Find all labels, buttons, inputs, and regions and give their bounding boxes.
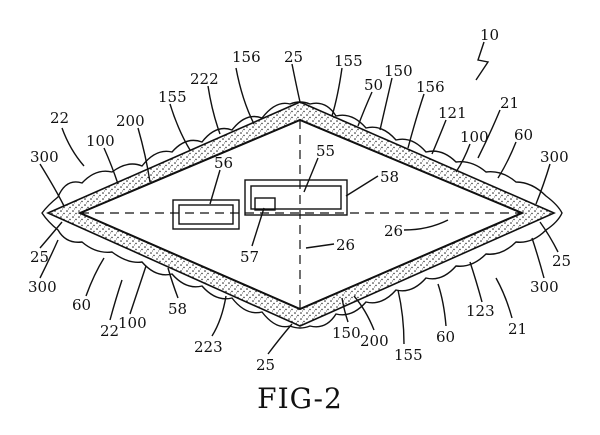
label-box-55-outer — [244, 179, 348, 216]
ref-label: 60 — [72, 296, 91, 314]
ref-label: 58 — [380, 168, 399, 186]
ref-label: 26 — [384, 222, 403, 240]
ref-label: 100 — [460, 128, 489, 146]
ref-label: 56 — [214, 154, 233, 172]
ref-label: 121 — [438, 104, 467, 122]
ref-label: 25 — [284, 48, 303, 66]
label-box-55-inner — [250, 185, 342, 210]
ref-label: 155 — [394, 346, 423, 364]
outer-wavy-edge — [41, 101, 563, 329]
ref-label: 150 — [384, 62, 413, 80]
figure-caption: FIG-2 — [257, 382, 343, 415]
ref-label: 300 — [30, 148, 59, 166]
leader-lines — [39, 41, 559, 355]
ref-label: 123 — [466, 302, 495, 320]
ref-label: 10 — [480, 26, 499, 44]
ref-label: 300 — [540, 148, 569, 166]
ref-label: 26 — [336, 236, 355, 254]
ref-label: 155 — [158, 88, 187, 106]
ref-label: 100 — [86, 132, 115, 150]
ref-label: 22 — [50, 109, 69, 127]
ref-label: 200 — [360, 332, 389, 350]
ref-label: 60 — [514, 126, 533, 144]
reference-numerals: 10 22 156 25 155 150 222 155 50 156 121 … — [28, 26, 571, 374]
label-box-56-inner — [178, 204, 234, 225]
ref-label: 25 — [256, 356, 275, 374]
label-box-56-outer — [172, 199, 240, 230]
ref-label: 200 — [116, 112, 145, 130]
ref-label: 150 — [332, 324, 361, 342]
ref-label: 156 — [232, 48, 261, 66]
ref-label: 100 — [118, 314, 147, 332]
ref-label: 60 — [436, 328, 455, 346]
ref-label: 50 — [364, 76, 383, 94]
ref-label: 156 — [416, 78, 445, 96]
ref-label: 21 — [508, 320, 527, 338]
small-tab-57 — [254, 197, 276, 211]
ref-label: 55 — [316, 142, 335, 160]
ref-label: 25 — [30, 248, 49, 266]
ref-label: 300 — [28, 278, 57, 296]
ref-label: 223 — [194, 338, 223, 356]
ref-label: 155 — [334, 52, 363, 70]
ref-label: 21 — [500, 94, 519, 112]
ref-label: 25 — [552, 252, 571, 270]
ref-label: 58 — [168, 300, 187, 318]
ref-label: 22 — [100, 322, 119, 340]
ref-label: 222 — [190, 70, 219, 88]
ref-label: 300 — [530, 278, 559, 296]
ref-label: 57 — [240, 248, 259, 266]
